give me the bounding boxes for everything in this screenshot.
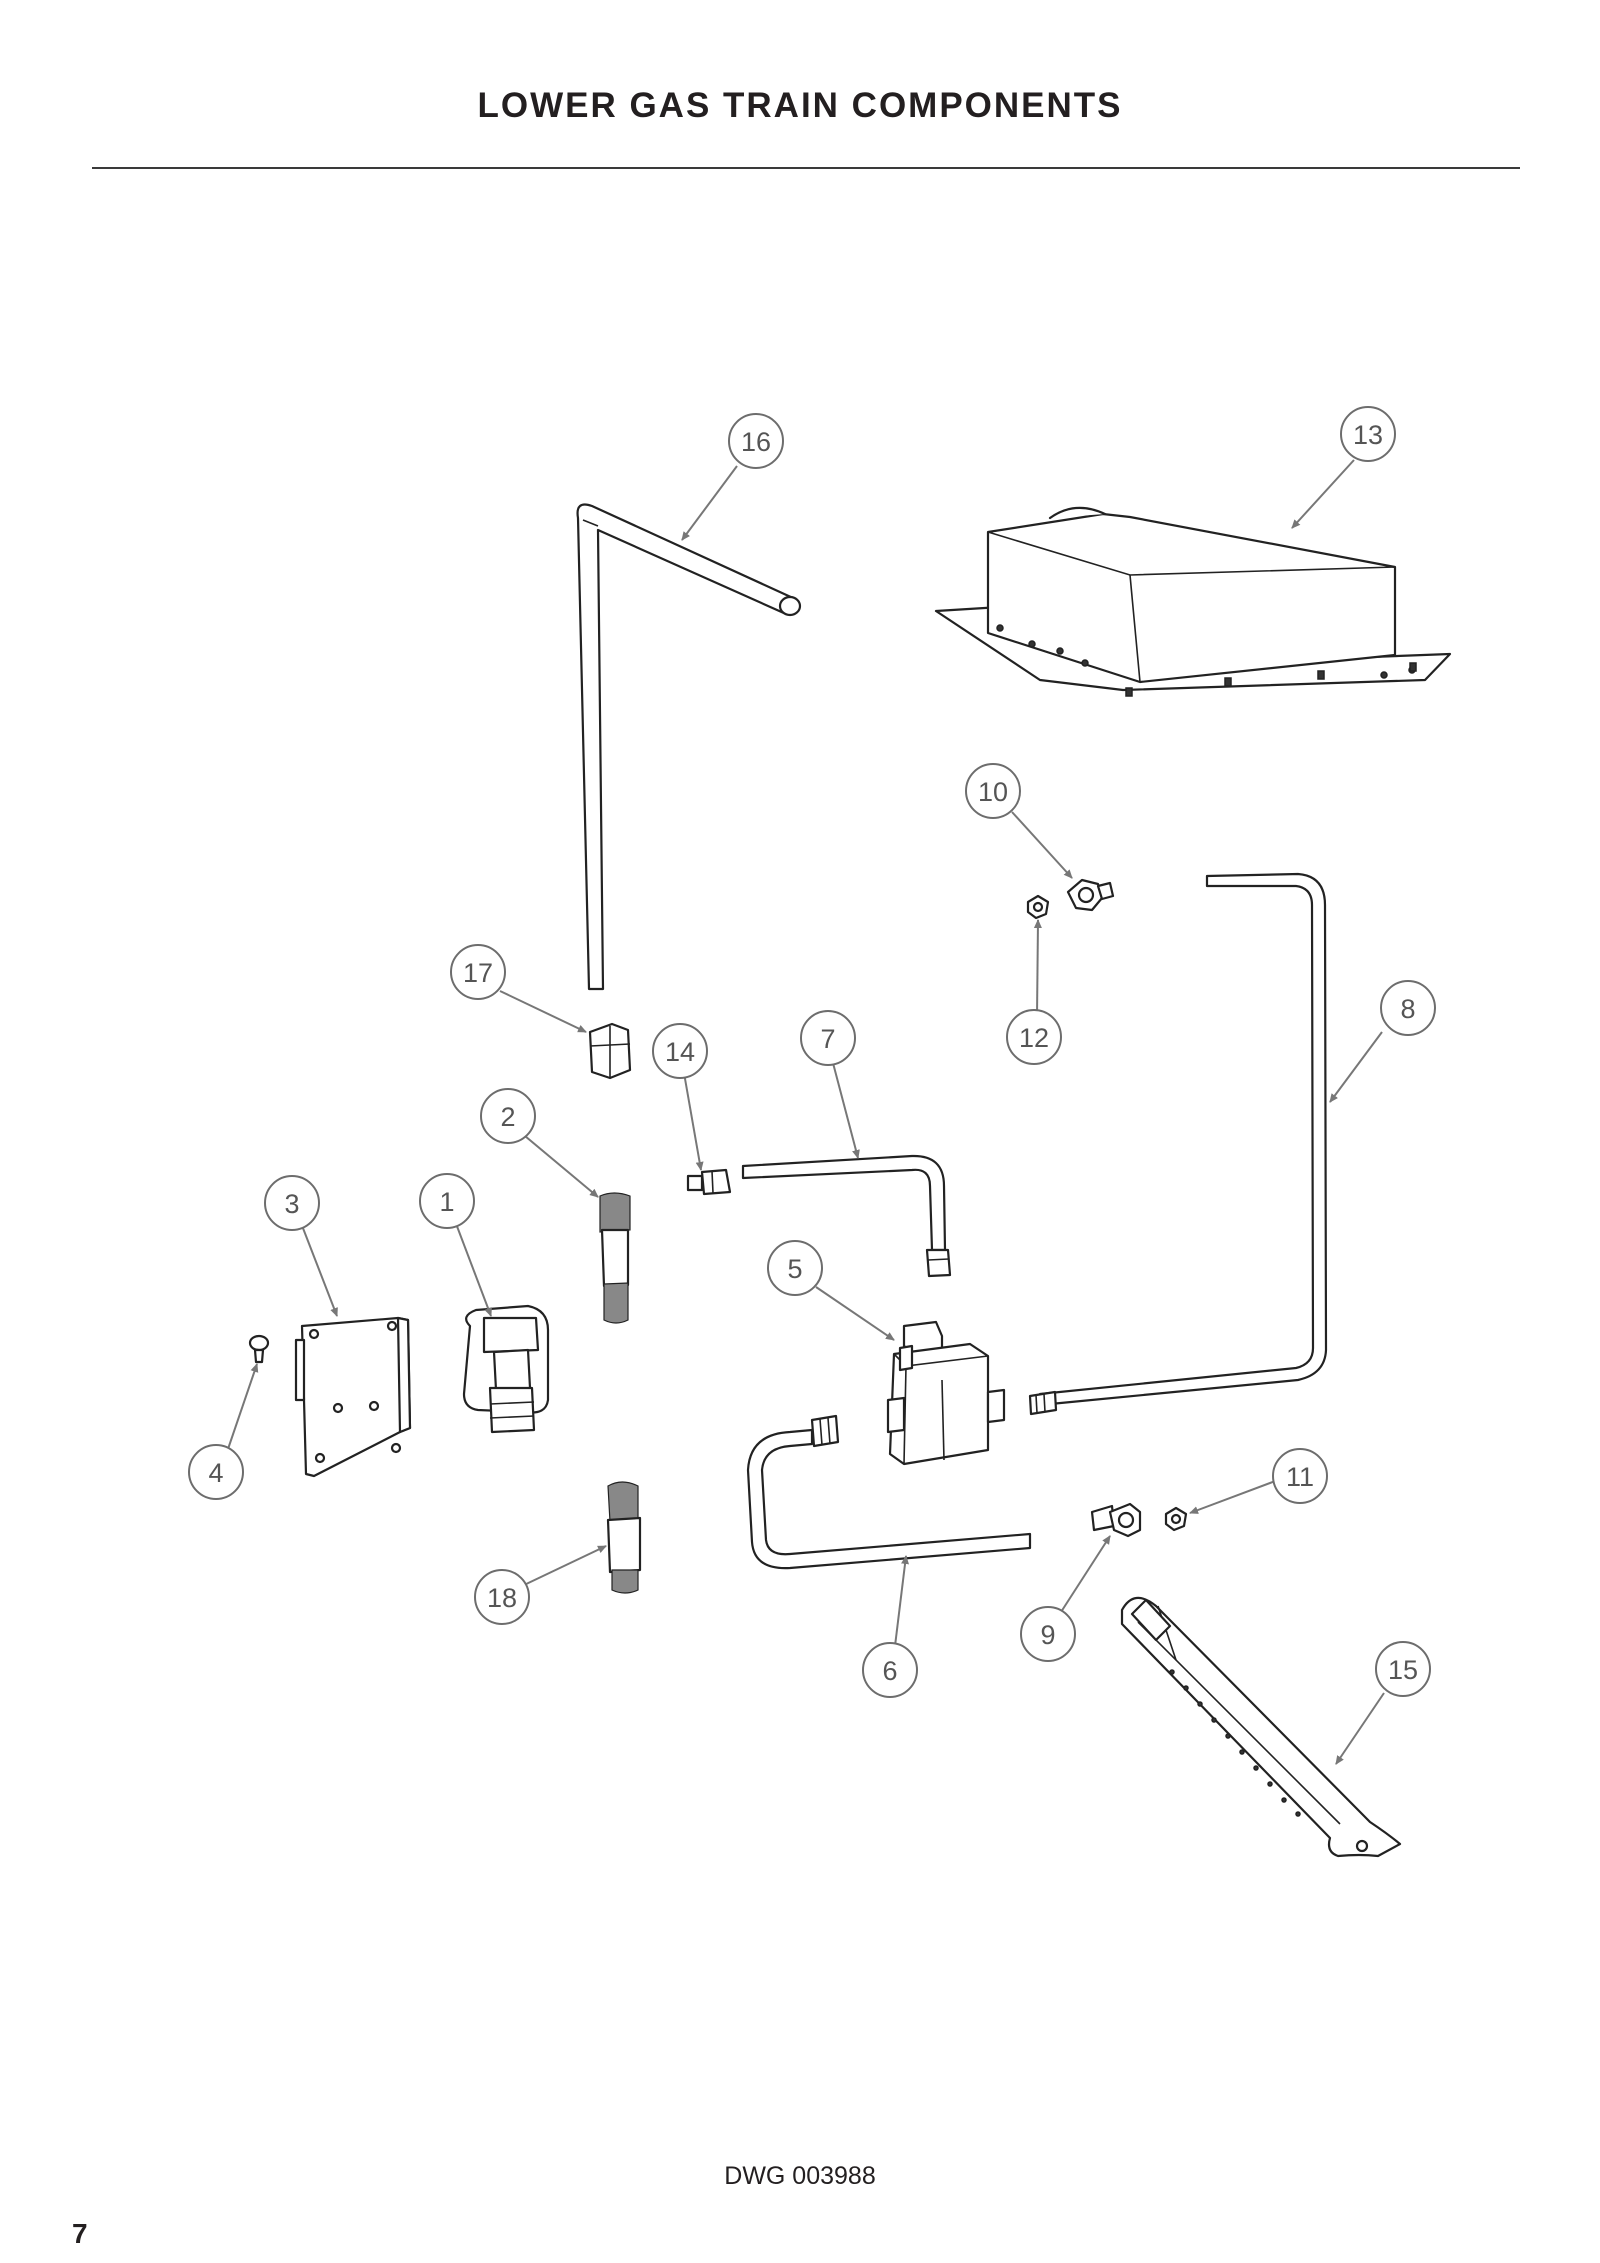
callout-4: 4 bbox=[188, 1444, 244, 1500]
part-8-tube bbox=[1028, 872, 1328, 1416]
leader-10 bbox=[1011, 811, 1073, 879]
callout-14: 14 bbox=[652, 1023, 708, 1079]
leader-4 bbox=[227, 1363, 259, 1450]
callout-11: 11 bbox=[1272, 1448, 1328, 1504]
callout-5-label: 5 bbox=[787, 1254, 802, 1284]
leader-16 bbox=[681, 465, 738, 541]
part-3-bracket bbox=[294, 1316, 412, 1478]
callout-4-label: 4 bbox=[208, 1458, 223, 1488]
leader-11 bbox=[1189, 1479, 1279, 1514]
leader-12 bbox=[1033, 919, 1042, 1017]
title-divider bbox=[92, 167, 1520, 169]
part-4-screw bbox=[248, 1334, 270, 1364]
page-number: 7 bbox=[72, 2218, 88, 2249]
callout-18-label: 18 bbox=[487, 1583, 517, 1613]
callout-15: 15 bbox=[1375, 1641, 1431, 1697]
leader-13 bbox=[1291, 459, 1355, 529]
callout-13: 13 bbox=[1340, 406, 1396, 462]
part-15-burner-tube bbox=[1120, 1596, 1402, 1858]
part-12-fitting bbox=[1026, 894, 1050, 920]
leader-7 bbox=[832, 1062, 860, 1159]
callout-8: 8 bbox=[1380, 980, 1436, 1036]
callout-14-label: 14 bbox=[665, 1037, 695, 1067]
leader-8 bbox=[1329, 1031, 1383, 1103]
part-11-fitting bbox=[1164, 1506, 1188, 1532]
leader-17 bbox=[499, 990, 587, 1033]
part-10-fitting bbox=[1066, 878, 1115, 912]
callout-16: 16 bbox=[728, 413, 784, 469]
callout-3-label: 3 bbox=[284, 1189, 299, 1219]
leader-3 bbox=[300, 1222, 338, 1317]
leader-1 bbox=[454, 1220, 492, 1317]
callout-13-label: 13 bbox=[1353, 420, 1383, 450]
drawing-number: DWG 003988 bbox=[724, 2162, 876, 2190]
callout-9: 9 bbox=[1020, 1606, 1076, 1662]
callout-16-label: 16 bbox=[741, 427, 771, 457]
callout-7: 7 bbox=[800, 1010, 856, 1066]
callout-3: 3 bbox=[264, 1175, 320, 1231]
part-13-burner-box bbox=[934, 506, 1452, 697]
callout-2-label: 2 bbox=[500, 1102, 515, 1132]
callout-1: 1 bbox=[419, 1173, 475, 1229]
callout-10: 10 bbox=[965, 763, 1021, 819]
callout-11-label: 11 bbox=[1286, 1462, 1314, 1492]
part-9-fitting bbox=[1090, 1502, 1142, 1538]
callout-12: 12 bbox=[1006, 1009, 1062, 1065]
part-5-gas-valve bbox=[886, 1320, 1006, 1466]
callout-9-label: 9 bbox=[1040, 1620, 1055, 1650]
leader-9 bbox=[1060, 1535, 1111, 1613]
part-17-nut bbox=[588, 1022, 632, 1080]
callout-15-label: 15 bbox=[1388, 1655, 1418, 1685]
page-title: LOWER GAS TRAIN COMPONENTS bbox=[477, 86, 1123, 125]
leader-14 bbox=[683, 1072, 704, 1171]
part-7-tube bbox=[741, 1154, 952, 1278]
callout-8-label: 8 bbox=[1400, 994, 1415, 1024]
part-2-nipple bbox=[599, 1192, 631, 1324]
callout-6-label: 6 bbox=[882, 1656, 897, 1686]
callout-1-label: 1 bbox=[439, 1187, 454, 1217]
leader-18 bbox=[521, 1545, 607, 1587]
callout-17-label: 17 bbox=[463, 958, 493, 988]
leader-2 bbox=[524, 1135, 599, 1198]
callout-17: 17 bbox=[450, 944, 506, 1000]
part-1-valve bbox=[462, 1304, 550, 1434]
callout-2: 2 bbox=[480, 1088, 536, 1144]
callout-12-label: 12 bbox=[1019, 1023, 1049, 1053]
part-16-tube bbox=[576, 503, 802, 991]
part-6-tube bbox=[746, 1414, 1032, 1570]
leader-15 bbox=[1335, 1692, 1385, 1765]
callout-6: 6 bbox=[862, 1642, 918, 1698]
callout-5: 5 bbox=[767, 1240, 823, 1296]
part-18-nipple bbox=[606, 1481, 642, 1594]
leader-6 bbox=[894, 1555, 909, 1647]
leader-lines bbox=[227, 459, 1385, 1765]
part-14-fitting bbox=[686, 1168, 732, 1196]
callout-10-label: 10 bbox=[978, 777, 1008, 807]
callout-7-label: 7 bbox=[820, 1024, 835, 1054]
leader-5 bbox=[815, 1286, 895, 1341]
callout-18: 18 bbox=[474, 1569, 530, 1625]
